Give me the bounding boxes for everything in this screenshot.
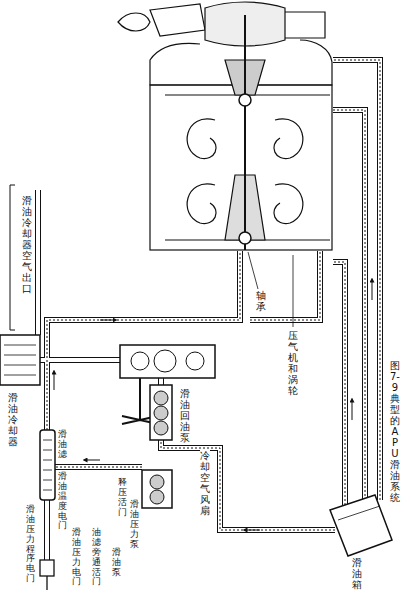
part-label: 轴承 [256, 290, 266, 312]
part-label: 滑油压力电门 [72, 528, 81, 587]
part-label: 滑油冷却器空气出口 [22, 195, 32, 294]
part-label: 滑油压力泵 [130, 500, 139, 549]
part-label: 滑油回油泵 [180, 388, 190, 443]
figure-caption: 图7-9 典型的APU滑油系统 [390, 360, 400, 503]
part-label: 滑油温度电门 [58, 472, 67, 531]
part-label: 滑油压力程序电门 [26, 505, 35, 584]
part-label: 压气机和涡轮 [288, 330, 298, 396]
part-label: 滑油泵 [112, 548, 121, 578]
part-label: 滑油冷却器 [8, 392, 18, 447]
part-label: 滑油滤 [58, 430, 67, 460]
part-label: 滑油箱 [352, 557, 362, 590]
part-label: 油滤旁通活门 [92, 528, 101, 587]
part-label: 冷却空气风扇 [200, 450, 210, 516]
part-label: 释压活门 [118, 478, 127, 518]
